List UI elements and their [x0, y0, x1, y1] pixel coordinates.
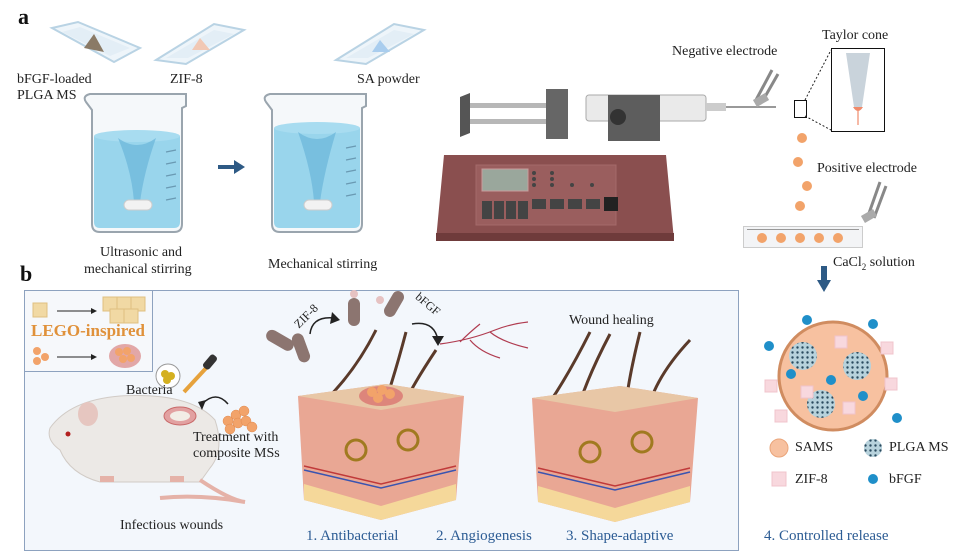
- label-negative-electrode: Negative electrode: [672, 44, 778, 59]
- skin-antibacterial-icon: [298, 329, 464, 520]
- bfgf-dot: [786, 369, 796, 379]
- label-treatment-line1: Treatment with: [193, 430, 279, 445]
- falling-droplets: [793, 133, 812, 211]
- lysed-bacteria-icon: [348, 290, 404, 326]
- weigh-boat-zif8-icon: [153, 22, 247, 66]
- droplet: [757, 233, 767, 243]
- taylor-cone-inset: [831, 48, 885, 132]
- composite-ms-cluster-icon: [222, 405, 258, 435]
- zif8-cube: [884, 377, 898, 391]
- skin-shape-adaptive-icon: [532, 331, 698, 522]
- droplet: [797, 133, 807, 143]
- plga-ms: [789, 342, 817, 370]
- label-bacteria: Bacteria: [126, 383, 173, 398]
- curved-arrow-treatment-icon: [198, 396, 229, 410]
- needle-tip-box: [794, 100, 807, 118]
- label-plga-ms: PLGA MS: [17, 88, 77, 103]
- positive-electrode-icon: [860, 181, 888, 223]
- legend-label-zif8: ZIF-8: [795, 472, 828, 487]
- droplet: [802, 181, 812, 191]
- label-treatment-line2: composite MSs: [193, 446, 280, 461]
- bfgf-dot: [802, 315, 812, 325]
- label-wound-healing: Wound healing: [569, 313, 654, 328]
- label-positive-electrode: Positive electrode: [817, 161, 917, 176]
- zif8-cube: [842, 401, 856, 415]
- zif8-cube-icon: [771, 471, 787, 487]
- lego-inset: LEGO-inspired: [24, 290, 153, 372]
- taylor-cone-icon: [846, 53, 870, 125]
- function-controlled-release: 4. Controlled release: [764, 528, 889, 544]
- bfgf-dot: [868, 319, 878, 329]
- plga-ms-sphere-icon: [864, 439, 882, 457]
- spheres-to-cluster-icon: [33, 344, 141, 368]
- sams-sphere-icon: [769, 438, 789, 458]
- curved-arrow-bfgf-icon: [411, 322, 444, 346]
- zif8-cube: [800, 385, 814, 399]
- droplet: [795, 201, 805, 211]
- weigh-boat-bfgf-icon: [49, 20, 143, 64]
- bfgf-dot-icon: [868, 474, 878, 484]
- droplet: [833, 233, 843, 243]
- label-infectious-wounds: Infectious wounds: [120, 518, 224, 533]
- bfgf-dot: [892, 413, 902, 423]
- plga-ms: [843, 352, 871, 380]
- zif8-cube: [764, 379, 778, 393]
- label-sa-powder: SA powder: [357, 72, 420, 87]
- legend: SAMS PLGA MS ZIF-8 bFGF: [750, 436, 949, 496]
- cacl2-dish: [743, 226, 863, 248]
- droplet: [793, 157, 803, 167]
- label-cacl2-solution: CaCl2 solution: [833, 255, 915, 272]
- rat-icon: [48, 395, 246, 504]
- plga-ms: [807, 390, 835, 418]
- syringe-pump-icon: [436, 89, 776, 241]
- legend-label-sams: SAMS: [795, 440, 834, 455]
- beaker-1-icon: [83, 93, 187, 233]
- zif8-cube: [774, 409, 788, 423]
- curved-arrow-zif8-icon: [309, 312, 340, 335]
- panel-b-letter: b: [20, 261, 33, 286]
- label-step2: Mechanical stirring: [268, 257, 378, 272]
- beaker-2-icon: [263, 93, 367, 233]
- label-bfgf-loaded: bFGF-loaded: [17, 72, 92, 87]
- function-shape-adaptive: 3. Shape-adaptive: [566, 528, 674, 544]
- bfgf-dot: [858, 391, 868, 401]
- composite-microsphere-icon: [764, 315, 902, 432]
- bfgf-dot: [826, 375, 836, 385]
- label-taylor-cone: Taylor cone: [822, 28, 889, 43]
- negative-electrode-icon: [752, 69, 780, 107]
- droplet: [776, 233, 786, 243]
- bacteria-rods-icon: [266, 329, 311, 363]
- label-zif8: ZIF-8: [170, 72, 203, 87]
- label-step1-line2: mechanical stirring: [84, 262, 192, 277]
- arrow-down-icon: [817, 266, 831, 292]
- dropper-icon: [182, 354, 217, 394]
- bacteria-magnifier-icon: [155, 363, 181, 389]
- function-antibacterial: 1. Antibacterial: [306, 528, 399, 544]
- function-angiogenesis: 2. Angiogenesis: [436, 528, 532, 544]
- legend-label-plga-ms: PLGA MS: [889, 440, 949, 455]
- legend-label-bfgf: bFGF: [889, 472, 922, 487]
- droplet: [814, 233, 824, 243]
- weigh-boat-sa-icon: [333, 22, 427, 66]
- label-step1-line1: Ultrasonic and: [100, 245, 183, 260]
- cube-to-cubes-icon: [32, 296, 146, 324]
- zif8-cube: [880, 341, 894, 355]
- bfgf-dot: [764, 341, 774, 351]
- blood-vessels-icon: [439, 321, 529, 359]
- panel-a-letter: a: [18, 4, 29, 29]
- zif8-cube: [834, 335, 848, 349]
- arrow-right-icon: [218, 160, 245, 174]
- lego-inspired-label: LEGO-inspired: [31, 321, 145, 340]
- droplet: [795, 233, 805, 243]
- zoom-dotted-lines: [804, 49, 832, 131]
